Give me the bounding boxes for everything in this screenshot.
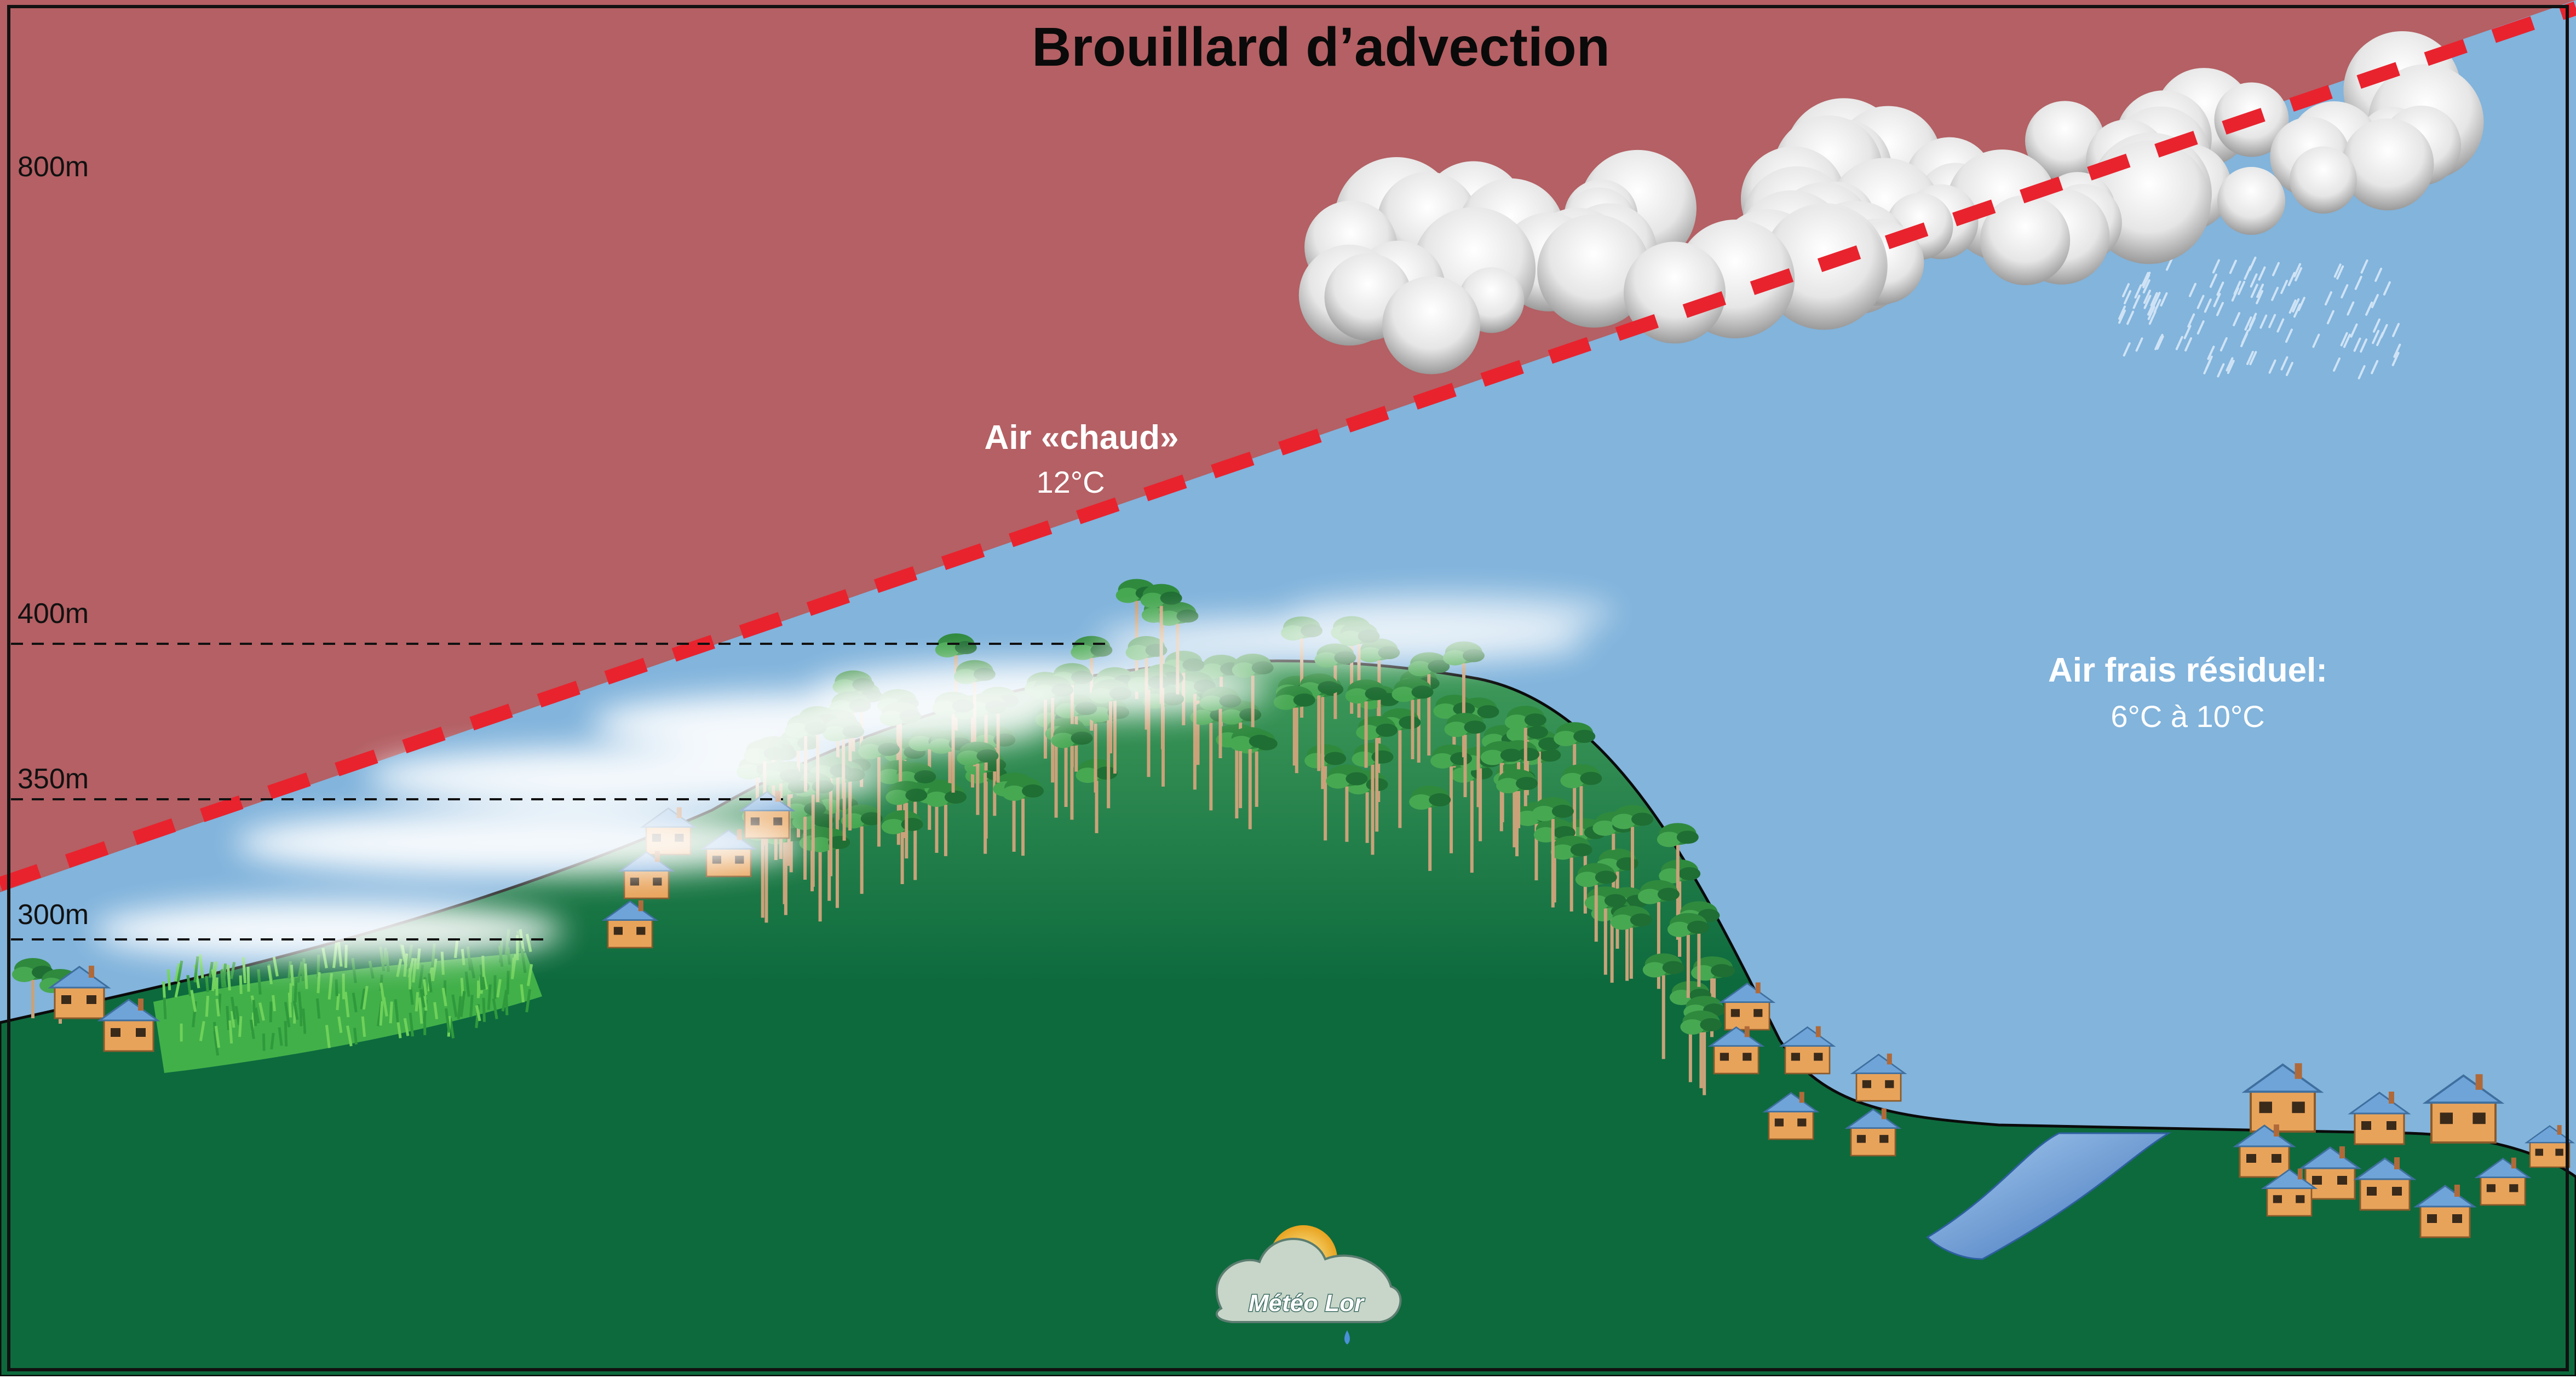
grass-blade bbox=[240, 1016, 241, 1037]
warm-air-temp: 12°C bbox=[1036, 465, 1105, 499]
cloud-puff bbox=[2217, 167, 2285, 235]
cool-air-label: Air frais résiduel: bbox=[2048, 651, 2327, 689]
grass-blade bbox=[272, 1033, 274, 1049]
grass-blade bbox=[355, 1028, 357, 1045]
cloud-puff bbox=[1382, 276, 1480, 374]
grass-blade bbox=[512, 957, 514, 979]
grass-blade bbox=[206, 996, 208, 1017]
grass-blade bbox=[295, 978, 296, 1002]
grass-blade bbox=[289, 961, 291, 979]
grass-blade bbox=[243, 957, 245, 983]
grass-blade bbox=[227, 1006, 229, 1030]
grass-blade bbox=[471, 995, 473, 1017]
grass-blade bbox=[317, 999, 319, 1019]
grass-blade bbox=[263, 1034, 264, 1051]
grass-blade bbox=[168, 970, 169, 990]
grass-blade bbox=[381, 1001, 382, 1026]
cloud-puff bbox=[2290, 146, 2357, 214]
grass-blade bbox=[291, 965, 292, 985]
grass-blade bbox=[228, 965, 229, 990]
grass-blade bbox=[258, 970, 260, 995]
grass-blade bbox=[248, 967, 249, 992]
grass-blade bbox=[299, 992, 301, 1013]
grass-blade bbox=[318, 972, 319, 993]
grass-blade bbox=[305, 963, 307, 989]
grass-blade bbox=[303, 1008, 305, 1034]
grass-blade bbox=[164, 997, 165, 1019]
grass-blade bbox=[488, 984, 490, 1009]
grass-blade bbox=[240, 976, 241, 994]
grass-blade bbox=[337, 994, 338, 1010]
grass-blade bbox=[416, 992, 417, 1011]
altitude-label-800: 800m bbox=[18, 151, 89, 183]
grass-blade bbox=[285, 1021, 286, 1047]
grass-blade bbox=[363, 1017, 365, 1037]
altitude-label-350: 350m bbox=[18, 763, 89, 795]
warm-air-label: Air «chaud» bbox=[985, 419, 1179, 457]
grass-blade bbox=[390, 1002, 392, 1023]
altitude-label-400: 400m bbox=[18, 598, 89, 630]
grass-blade bbox=[424, 979, 426, 995]
grass-blade bbox=[217, 999, 219, 1017]
grass-blade bbox=[484, 998, 485, 1022]
grass-blade bbox=[481, 974, 482, 990]
cool-air-temp: 6°C à 10°C bbox=[2111, 699, 2264, 734]
page-title: Brouillard d’advection bbox=[1032, 16, 1610, 78]
grass-blade bbox=[483, 956, 484, 977]
altitude-label-300: 300m bbox=[18, 899, 89, 931]
grass-blade bbox=[273, 995, 275, 1011]
grass-blade bbox=[222, 970, 223, 988]
grass-blade bbox=[230, 1020, 232, 1043]
grass-blade bbox=[290, 983, 291, 1002]
grass-blade bbox=[206, 976, 208, 992]
logo-text: Météo Lor bbox=[1249, 1290, 1365, 1317]
cloud-puff bbox=[2342, 118, 2434, 210]
grass-blade bbox=[336, 979, 337, 996]
grass-blade bbox=[521, 984, 524, 1002]
